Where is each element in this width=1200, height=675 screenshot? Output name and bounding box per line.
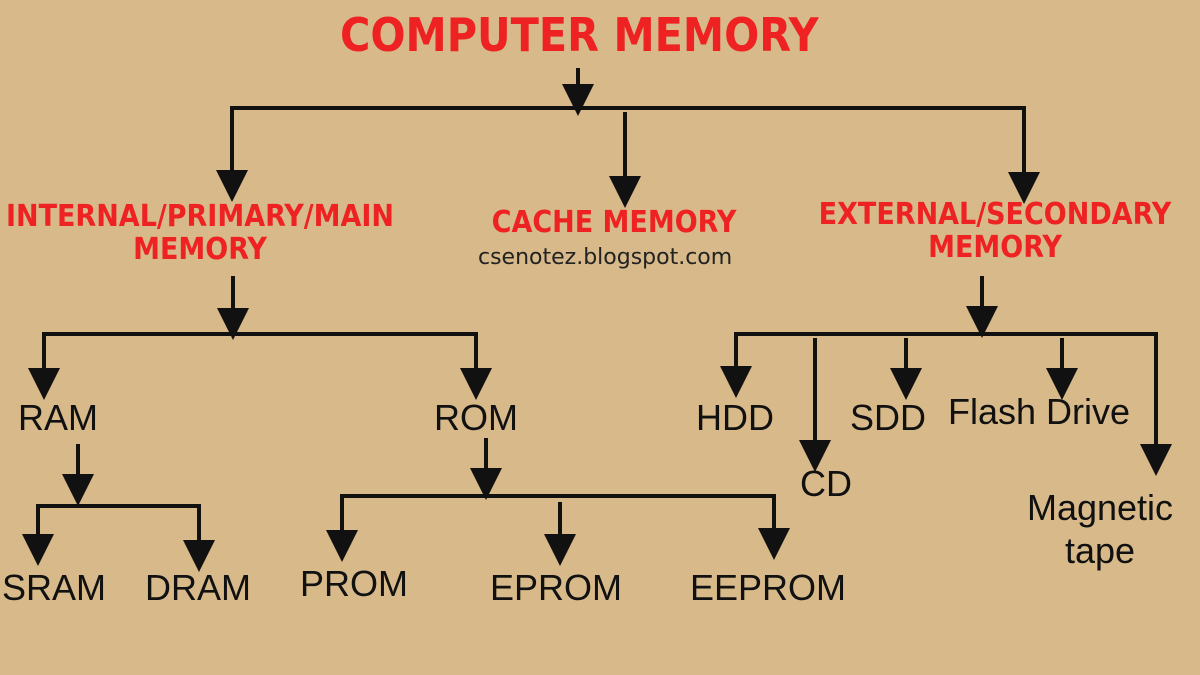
- cache-memory-label: CACHE MEMORY: [491, 205, 737, 240]
- external-memory-label: EXTERNAL/SECONDARY MEMORY: [810, 198, 1180, 264]
- dram-label: DRAM: [145, 567, 251, 608]
- internal-memory-line2: MEMORY: [133, 232, 267, 267]
- prom-label: PROM: [300, 563, 408, 604]
- magnetic-tape-line1: Magnetic: [1026, 487, 1174, 528]
- ram-label: RAM: [18, 397, 98, 438]
- magnetic-tape-line2: tape: [1064, 530, 1136, 572]
- external-memory-line1: EXTERNAL/SECONDARY: [818, 197, 1172, 232]
- flash-drive-label: Flash Drive: [948, 391, 1131, 432]
- sdd-label: SDD: [850, 397, 927, 438]
- magnetic-tape-label: Magnetic tape: [1005, 486, 1195, 572]
- watermark-text: csenotez.blogspot.com: [478, 245, 733, 270]
- cd-label: CD: [800, 463, 852, 504]
- hdd-label: HDD: [696, 397, 774, 438]
- eeprom-label: EEPROM: [690, 567, 847, 608]
- rom-label: ROM: [434, 397, 518, 438]
- internal-memory-line1: INTERNAL/PRIMARY/MAIN: [5, 199, 395, 234]
- eprom-label: EPROM: [490, 567, 623, 608]
- external-memory-line2: MEMORY: [928, 230, 1062, 265]
- sram-label: SRAM: [2, 567, 107, 608]
- internal-memory-label: INTERNAL/PRIMARY/MAIN MEMORY: [0, 200, 400, 266]
- diagram-title: COMPUTER MEMORY: [340, 8, 819, 62]
